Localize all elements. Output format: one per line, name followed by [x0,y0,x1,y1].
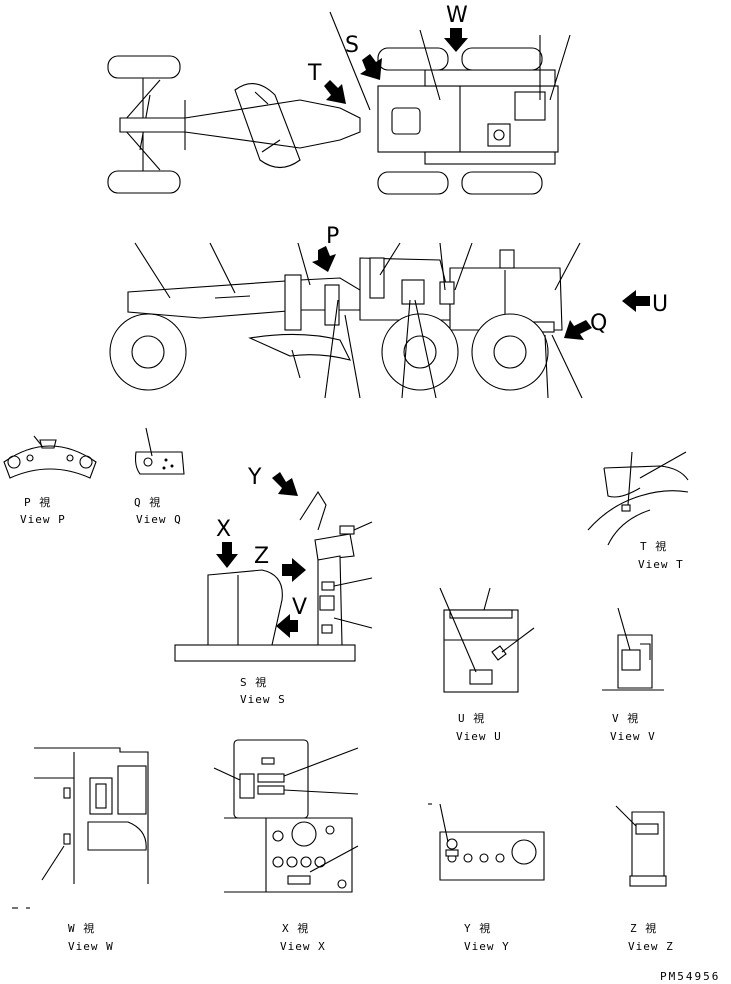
arrow-p-label: P [326,224,339,249]
view-q-caption: View Q [136,513,182,526]
arrow-w: W [444,3,468,52]
view-s-drawing [174,490,373,662]
top-plan-view [107,11,571,195]
view-w-kanji: W 視 [68,921,95,935]
drawing-number: PM54956 [660,970,720,983]
view-t-caption: View T [638,558,684,571]
arrow-w-label: W [446,3,468,28]
view-q-drawing [134,427,185,475]
arrow-t-label: T [307,61,322,86]
view-x-kanji: X 視 [282,921,309,935]
view-u-kanji: U 視 [458,711,485,725]
view-y-drawing [428,803,545,881]
view-u-caption: View U [456,730,502,743]
view-z-kanji: Z 視 [630,921,657,935]
view-s-caption: View S [240,693,286,706]
arrow-t: T [307,61,346,104]
view-z-drawing [615,805,667,887]
view-v-drawing [602,607,664,691]
view-t-kanji: T 視 [640,539,667,553]
view-w-drawing [12,747,149,909]
arrow-x-label: X [216,517,231,542]
arrow-y-label: Y [247,465,262,490]
arrow-p: P [312,224,339,272]
arrow-u-label: U [652,292,668,317]
view-z-caption: View Z [628,940,674,953]
view-p-drawing [3,435,97,479]
view-q-kanji: Q 視 [134,495,161,509]
arrow-q-label: Q [590,311,607,336]
view-y-kanji: Y 視 [464,921,491,935]
view-w-caption: View W [68,940,114,953]
view-p-kanji: P 視 [24,495,51,509]
arrow-z-label: Z [254,544,269,569]
view-x-drawing [213,739,359,893]
arrow-u: U [622,290,668,317]
arrow-x: X [216,517,238,568]
arrow-q: Q [564,311,607,340]
view-p-caption: View P [20,513,66,526]
view-x-caption: View X [280,940,326,953]
arrow-v-label: V [292,595,307,620]
arrow-s: S [345,33,382,80]
arrow-z: Z [254,544,306,582]
side-view [109,242,583,399]
view-u-drawing [439,587,535,693]
arrow-s-label: S [345,33,359,58]
arrow-v: V [276,595,307,638]
view-t-drawing [587,451,689,546]
arrow-y: Y [247,465,298,496]
view-s-kanji: S 視 [240,675,267,689]
view-v-kanji: V 視 [612,711,639,725]
view-v-caption: View V [610,730,656,743]
view-y-caption: View Y [464,940,510,953]
